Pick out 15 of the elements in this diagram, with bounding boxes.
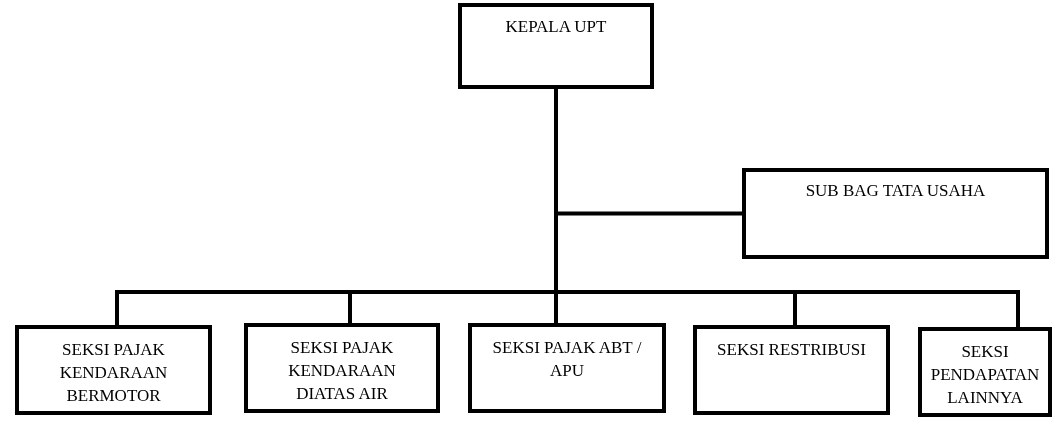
box-label: SEKSI PENDAPATAN LAINNYA [929, 341, 1041, 409]
box-label: SEKSI RESTRIBUSI [716, 339, 867, 361]
connector-line [554, 87, 1020, 329]
box-label: SEKSI PAJAK KENDARAAN DIATAS AIR [287, 337, 397, 405]
org-box [468, 323, 666, 413]
org-box [742, 168, 1049, 259]
org-box [693, 325, 890, 415]
box-label: SEKSI PAJAK ABT / APU [491, 337, 643, 382]
org-box [15, 325, 212, 415]
box-label: SUB BAG TATA USAHA [804, 180, 987, 202]
org-box [244, 323, 440, 413]
org-box [918, 327, 1052, 417]
box-label: SEKSI PAJAK KENDARAAN BERMOTOR [58, 339, 169, 407]
box-label: KEPALA UPT [504, 16, 608, 38]
org-box [458, 3, 654, 89]
